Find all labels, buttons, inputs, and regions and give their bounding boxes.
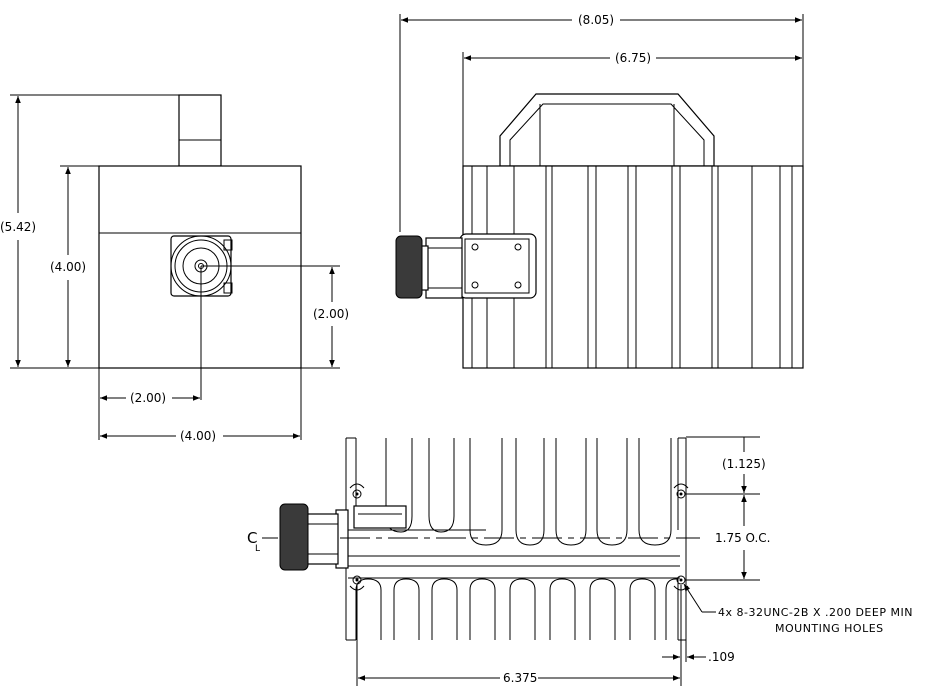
- dim-connector-height: (2.00): [313, 307, 349, 321]
- top-fins-lower: [355, 578, 679, 640]
- dim-height-overall: (5.42): [0, 220, 36, 234]
- dim-hole-end-offset: .109: [708, 650, 735, 664]
- front-view: (5.42) (4.00) (2.00) (2.00) (4.00): [0, 94, 349, 443]
- top-view: C L (1.125) 1.75 O.C. 4x 8-32UNC-2B X .2…: [247, 436, 913, 686]
- side-knurled-nut: [395, 235, 423, 299]
- centerline-symbol: C: [247, 529, 257, 547]
- hole-note-line2: MOUNTING HOLES: [775, 622, 884, 635]
- dim-hole-pitch: 6.375: [503, 671, 537, 685]
- dim-connector-offset: (2.00): [130, 391, 166, 405]
- dim-hole-edge-offset: (1.125): [722, 457, 766, 471]
- dim-hole-spacing: 1.75 O.C.: [715, 531, 771, 545]
- hole-note-line1: 4x 8-32UNC-2B X .200 DEEP MIN: [718, 606, 913, 619]
- dim-width-body: (4.00): [180, 429, 216, 443]
- dim-length-overall: (8.05): [578, 13, 614, 27]
- mounting-holes: [349, 483, 689, 591]
- top-connector: [279, 503, 349, 571]
- front-handle: [178, 94, 222, 167]
- side-view: (8.05) (6.75): [395, 13, 804, 369]
- dim-height-body: (4.00): [50, 260, 86, 274]
- top-knurled-nut: [279, 503, 309, 571]
- dim-length-body: (6.75): [615, 51, 651, 65]
- centerline-sub: L: [255, 544, 260, 554]
- side-connector: [395, 233, 537, 299]
- side-handle: [499, 93, 715, 167]
- top-fins-upper: [355, 438, 679, 546]
